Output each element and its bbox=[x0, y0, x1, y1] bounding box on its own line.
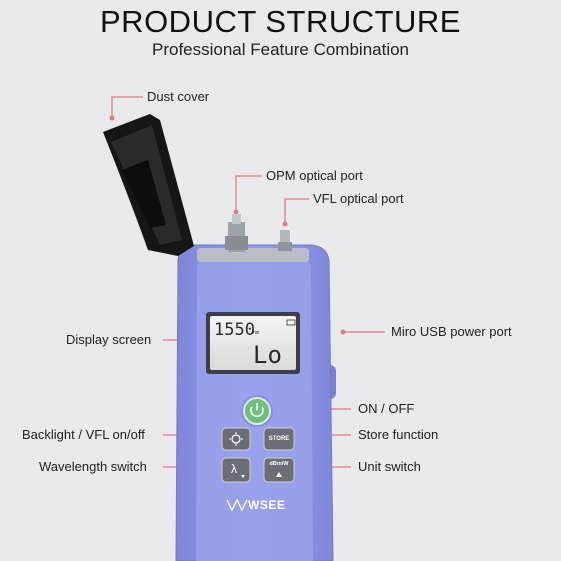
wavelength-button-label: λ bbox=[231, 462, 237, 476]
lcd-reading: Lo bbox=[253, 341, 282, 369]
label-store-function: Store function bbox=[358, 427, 439, 442]
label-usb-port: Miro USB power port bbox=[391, 324, 512, 339]
store-button-label: STORE bbox=[268, 436, 290, 442]
label-on-off: ON / OFF bbox=[358, 401, 415, 416]
brand-logo: WSEE bbox=[248, 498, 286, 512]
store-button bbox=[263, 427, 295, 451]
page-subtitle: Professional Feature Combination bbox=[151, 40, 410, 59]
label-wavelength-switch: Wavelength switch bbox=[39, 459, 147, 474]
page-title: PRODUCT STRUCTURE bbox=[100, 4, 461, 39]
label-dust-cover: Dust cover bbox=[147, 89, 210, 104]
label-display-screen: Display screen bbox=[66, 332, 152, 347]
lcd-wavelength: 1550 bbox=[214, 320, 255, 340]
power-button bbox=[243, 397, 271, 425]
label-opm-port: OPM optical port bbox=[266, 168, 363, 183]
label-vfl-port: VFL optical port bbox=[313, 191, 404, 206]
leader-opm-port bbox=[235, 175, 262, 212]
display-screen bbox=[210, 316, 296, 370]
label-backlight: Backlight / VFL on/off bbox=[22, 427, 145, 442]
unit-button-label: dBm/W bbox=[269, 461, 289, 467]
unit-button bbox=[263, 457, 295, 483]
leader-vfl-port bbox=[284, 198, 309, 224]
backlight-button bbox=[221, 427, 251, 451]
leader-dust-cover bbox=[111, 96, 143, 118]
dust-cover bbox=[103, 114, 194, 256]
label-unit-switch: Unit switch bbox=[358, 459, 421, 474]
lcd-wavelength-unit: nm bbox=[253, 330, 260, 336]
